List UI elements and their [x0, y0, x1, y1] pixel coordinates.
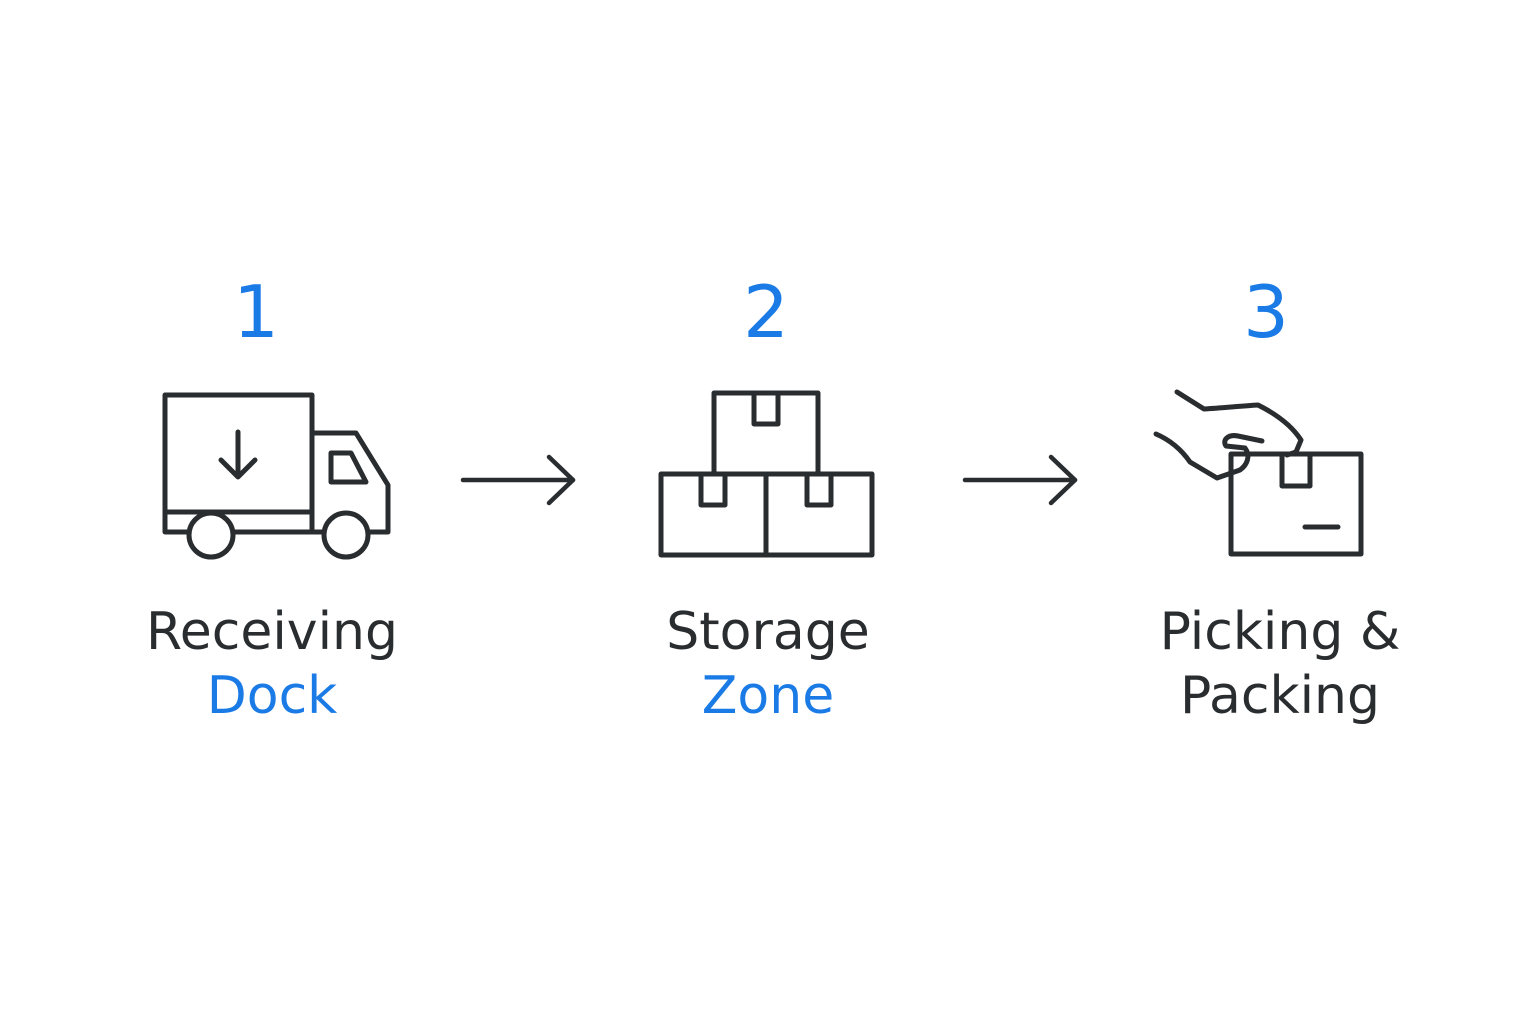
step-number-3: 3 — [1243, 270, 1289, 354]
stacked-boxes-icon — [658, 390, 875, 558]
step-label-2-line1: Storage — [666, 602, 870, 662]
step-label-2-line2: Zone — [701, 666, 835, 726]
step-label-3-line2: Packing — [1179, 666, 1380, 726]
step-label-2: Storage Zone — [588, 600, 948, 728]
hand-picking-box-icon — [1153, 389, 1364, 557]
arrow-right-icon-2 — [962, 454, 1078, 506]
step-label-3-line1: Picking & — [1159, 602, 1401, 662]
step-label-1-line1: Receiving — [145, 602, 398, 662]
arrow-right-icon-1 — [460, 454, 576, 506]
step-label-1-line2: Dock — [206, 666, 338, 726]
step-label-1: Receiving Dock — [92, 600, 452, 728]
step-number-1: 1 — [233, 270, 279, 354]
step-number-2: 2 — [743, 270, 789, 354]
delivery-truck-icon — [162, 392, 391, 560]
step-label-3: Picking & Packing — [1100, 600, 1460, 728]
